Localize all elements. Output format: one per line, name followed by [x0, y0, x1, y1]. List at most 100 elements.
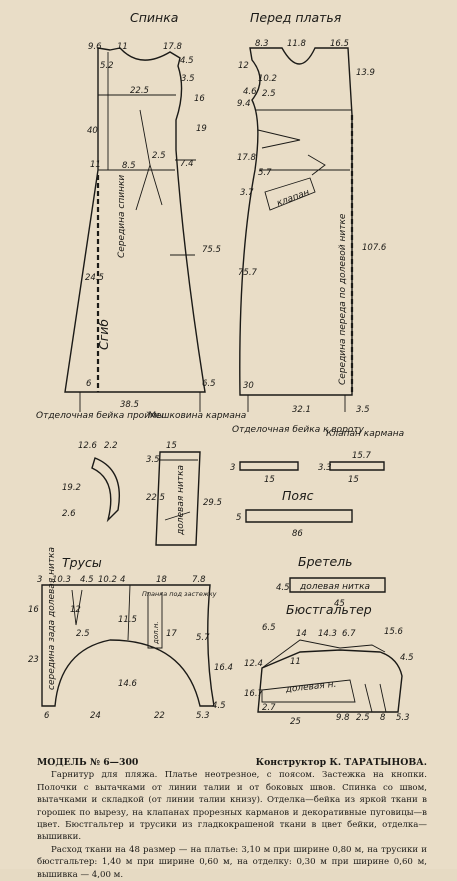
caption-fabric: Расход ткани на 48 размер — на платье: 3… — [37, 844, 427, 880]
svg-text:11: 11 — [290, 657, 301, 667]
svg-text:8: 8 — [380, 713, 386, 723]
svg-text:3: 3 — [230, 463, 235, 473]
svg-text:8.3: 8.3 — [255, 39, 269, 49]
flap-pattern: Клапан кармана 15.7 3.3 15 — [318, 429, 404, 485]
svg-text:3: 3 — [37, 575, 42, 585]
svg-text:107.6: 107.6 — [362, 243, 387, 253]
svg-text:24: 24 — [90, 711, 101, 721]
svg-text:5.3: 5.3 — [396, 713, 410, 723]
svg-text:3.5: 3.5 — [181, 74, 195, 84]
svg-text:17.8: 17.8 — [163, 42, 183, 52]
svg-text:12.6: 12.6 — [78, 441, 98, 451]
svg-text:16: 16 — [28, 605, 39, 615]
svg-text:16: 16 — [194, 94, 205, 104]
svg-text:11: 11 — [117, 42, 128, 52]
caption-description: Гарнитур для пляжа. Платье неотрезное, с… — [37, 770, 427, 843]
svg-text:3.7: 3.7 — [240, 188, 254, 198]
fold-label: Сгиб — [96, 319, 111, 350]
svg-text:12: 12 — [238, 61, 249, 71]
svg-text:75.7: 75.7 — [238, 268, 258, 278]
svg-text:5.7: 5.7 — [196, 633, 210, 643]
svg-text:15: 15 — [166, 441, 177, 451]
flap-on-front-label: клапан — [276, 188, 311, 209]
svg-text:6.7: 6.7 — [342, 629, 356, 639]
svg-text:Бретель: Бретель — [298, 554, 353, 569]
svg-text:3.3: 3.3 — [318, 463, 332, 473]
svg-text:2.5: 2.5 — [262, 89, 276, 99]
svg-text:середина зада долевая нитка: середина зада долевая нитка — [47, 547, 57, 690]
svg-text:11.5: 11.5 — [118, 615, 137, 625]
svg-text:3.5: 3.5 — [356, 405, 370, 415]
svg-text:4.6: 4.6 — [243, 87, 257, 97]
svg-text:16.5: 16.5 — [330, 39, 349, 49]
svg-text:2.5: 2.5 — [152, 151, 166, 161]
svg-text:Трусы: Трусы — [62, 555, 102, 570]
front-title: Перед платья — [250, 10, 342, 25]
svg-text:6: 6 — [86, 379, 92, 389]
svg-text:5.3: 5.3 — [196, 711, 210, 721]
svg-text:17.8: 17.8 — [237, 153, 257, 163]
svg-text:5: 5 — [236, 513, 241, 523]
svg-text:22: 22 — [154, 711, 165, 721]
svg-text:32.1: 32.1 — [292, 405, 311, 415]
svg-text:9.4: 9.4 — [237, 99, 251, 109]
svg-text:15.6: 15.6 — [384, 627, 404, 637]
back-center-label: Середина спинки — [117, 175, 127, 258]
svg-text:дол.н.: дол.н. — [152, 621, 160, 645]
svg-text:29.5: 29.5 — [203, 498, 222, 508]
svg-text:18: 18 — [156, 575, 167, 585]
designer-name: Конструктор К. ТАРАТЫНОВА. — [255, 757, 427, 768]
front-pattern: Перед платья 8.3 11.8 16.5 12 13.9 10.2 … — [237, 10, 387, 415]
strap-pattern: Бретель долевая нитка 4.5 45 — [276, 554, 386, 609]
belt-pattern: Пояс 5 86 — [236, 488, 353, 539]
svg-text:15: 15 — [348, 475, 359, 485]
svg-text:4.5: 4.5 — [400, 653, 414, 663]
svg-text:4.5: 4.5 — [276, 583, 290, 593]
svg-text:Планка под застежку: Планка под застежку — [142, 590, 217, 598]
svg-text:22.5: 22.5 — [146, 493, 165, 503]
svg-text:17: 17 — [166, 629, 177, 639]
trim-armhole-pattern: Отделочная бейка проймы 12.6 2.2 19.2 2.… — [36, 411, 164, 523]
svg-text:5.7: 5.7 — [258, 168, 272, 178]
svg-text:22.5: 22.5 — [130, 86, 149, 96]
svg-text:23: 23 — [28, 655, 39, 665]
svg-text:86: 86 — [292, 529, 303, 539]
svg-text:Отделочная бейка проймы: Отделочная бейка проймы — [36, 411, 164, 421]
svg-text:11: 11 — [90, 160, 101, 170]
svg-text:11.8: 11.8 — [287, 39, 307, 49]
svg-text:4.5: 4.5 — [80, 575, 94, 585]
svg-text:5.2: 5.2 — [100, 61, 114, 71]
svg-text:2.5: 2.5 — [76, 629, 90, 639]
svg-text:Мешковина кармана: Мешковина кармана — [148, 411, 246, 421]
svg-text:38.5: 38.5 — [120, 400, 139, 410]
svg-text:12: 12 — [70, 605, 81, 615]
caption: МОДЕЛЬ № 6—300 Конструктор К. ТАРАТЫНОВА… — [37, 757, 427, 881]
svg-text:2.2: 2.2 — [104, 441, 118, 451]
svg-text:долевая нитка: долевая нитка — [176, 465, 186, 536]
svg-text:6: 6 — [44, 711, 50, 721]
svg-text:Клапан кармана: Клапан кармана — [326, 429, 404, 439]
shorts-pattern: Трусы 3 10.3 4.5 10.2 4 18 7.8 16 12 2.5… — [28, 547, 233, 721]
svg-text:45: 45 — [334, 599, 345, 609]
back-dim-9-6: 9.6 — [88, 42, 102, 52]
svg-text:10.2: 10.2 — [258, 74, 277, 84]
svg-text:4: 4 — [120, 575, 125, 585]
svg-text:14.3: 14.3 — [318, 629, 337, 639]
svg-text:9.8: 9.8 — [336, 713, 350, 723]
bra-pattern: Бюстгальтер 6.5 14 14.3 6.7 15.6 12.4 11… — [244, 602, 414, 727]
pattern-drawings: Спинка 9.6 11 17.8 5.2 4.5 22.5 3.5 16 4… — [28, 10, 414, 727]
caption-header: МОДЕЛЬ № 6—300 Конструктор К. ТАРАТЫНОВА… — [37, 757, 427, 769]
svg-text:13.9: 13.9 — [356, 68, 375, 78]
svg-text:16.4: 16.4 — [214, 663, 233, 673]
svg-text:долевая нитка: долевая нитка — [299, 582, 370, 592]
pocket-bag-pattern: Мешковина кармана 15 3.5 22.5 29.5 долев… — [146, 411, 246, 546]
svg-text:Пояс: Пояс — [282, 488, 314, 503]
svg-text:Отделочная бейка к вороту: Отделочная бейка к вороту — [232, 425, 365, 435]
svg-text:25: 25 — [290, 717, 301, 727]
svg-text:10.3: 10.3 — [52, 575, 71, 585]
svg-text:19: 19 — [196, 124, 207, 134]
svg-text:6.5: 6.5 — [262, 623, 276, 633]
trim-collar-pattern: Отделочная бейка к вороту 3 15 — [230, 425, 365, 485]
svg-text:15: 15 — [264, 475, 275, 485]
